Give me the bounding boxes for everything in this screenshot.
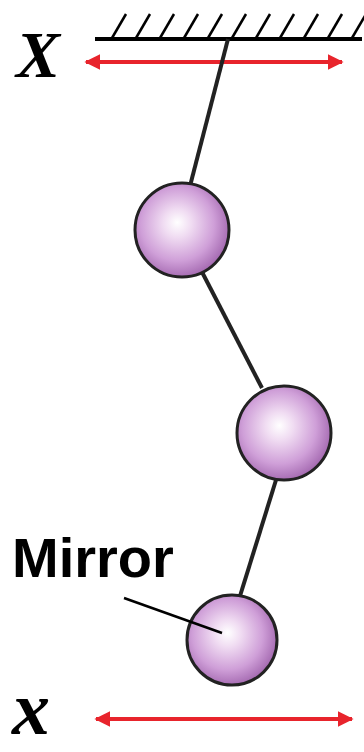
hatch-stroke	[184, 14, 198, 38]
hatch-stroke	[112, 14, 126, 38]
mirror-label: Mirror	[12, 530, 174, 586]
hatch-stroke	[280, 14, 294, 38]
hatch-stroke	[256, 14, 270, 38]
mirror-displacement-label: x	[12, 670, 50, 746]
ground-motion-arrow	[86, 60, 342, 64]
pendulum-mass	[237, 386, 331, 480]
hatch-stroke	[328, 14, 342, 38]
pendulum-mass	[135, 183, 229, 277]
hatch-stroke	[208, 14, 222, 38]
hatch-stroke	[304, 14, 318, 38]
ground-displacement-label: X	[16, 22, 60, 88]
pendulum-wires	[190, 39, 276, 596]
hatch-stroke	[352, 14, 364, 38]
hatch-stroke	[136, 14, 150, 38]
ceiling-hatching	[112, 14, 364, 38]
hatch-stroke	[232, 14, 246, 38]
mirror-mass	[187, 595, 277, 685]
hatch-stroke	[160, 14, 174, 38]
leader-line	[124, 598, 222, 633]
mirror-motion-arrow	[96, 717, 352, 721]
